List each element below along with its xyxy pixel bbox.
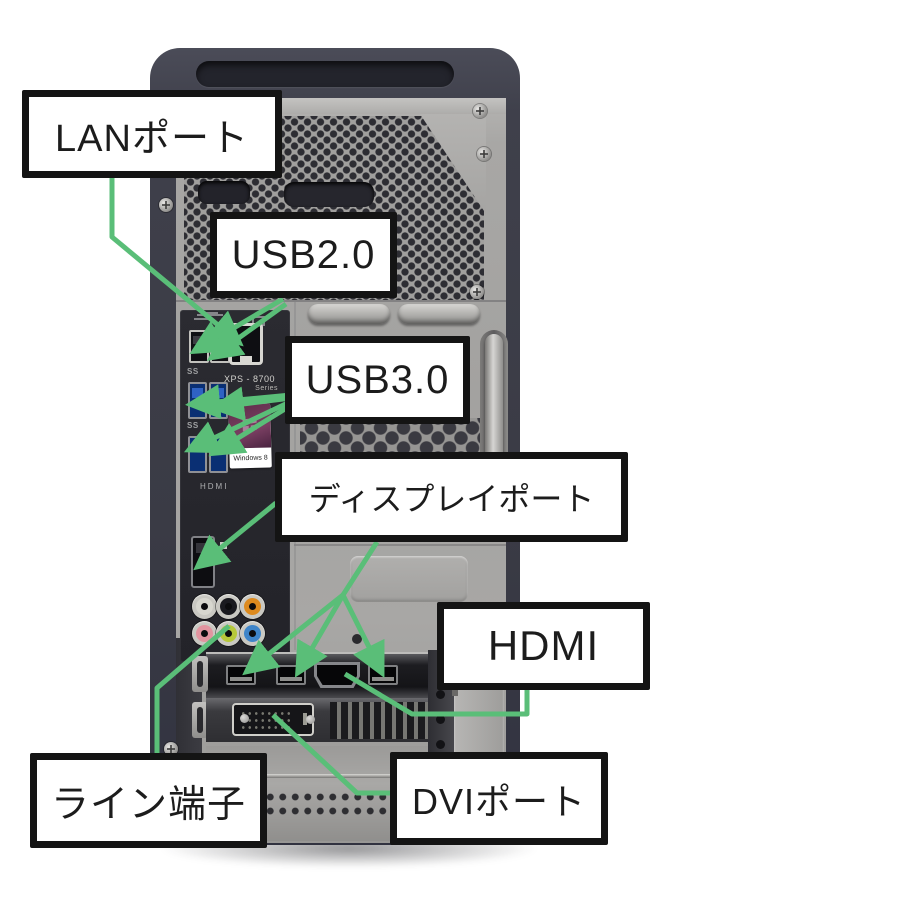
label-displayport: ディスプレイポート xyxy=(275,452,628,542)
motherboard-io-panel: SS XPS - 8700 Series SS Windows 8 HDMI xyxy=(180,310,290,662)
label-line-jack: ライン端子 xyxy=(30,753,267,848)
dvi-screw xyxy=(306,715,315,724)
usb3-marking: SS xyxy=(187,421,199,430)
usb2-port-2 xyxy=(210,330,230,363)
mini-displayport-3 xyxy=(368,665,398,685)
label-lan-port: LANポート xyxy=(22,90,282,178)
screw xyxy=(159,198,173,212)
windows-sticker-art xyxy=(228,403,272,449)
mini-displayport-1 xyxy=(226,665,256,685)
model-series: Series xyxy=(255,385,278,392)
screw xyxy=(470,285,484,299)
hdmi-marking: HDMI xyxy=(200,482,229,491)
power-recess xyxy=(198,181,250,204)
screw xyxy=(473,104,487,118)
audio-jack-line-out xyxy=(216,621,241,646)
usb3-port-4 xyxy=(209,436,228,473)
bracket-slot xyxy=(192,656,208,692)
vent-slats xyxy=(330,702,432,739)
usb3-port-3 xyxy=(188,436,207,473)
label-hdmi: HDMI xyxy=(437,602,650,690)
windows-sticker: Windows 8 xyxy=(228,403,272,469)
power-recess xyxy=(284,182,374,207)
label-usb2: USB2.0 xyxy=(210,212,397,298)
screw xyxy=(477,147,491,161)
windows-logo-icon xyxy=(242,418,249,425)
usb-icon xyxy=(194,318,210,320)
usb3-port-1 xyxy=(188,382,207,419)
displayport-port xyxy=(191,536,215,588)
audio-jack-mic xyxy=(192,621,217,646)
lan-port xyxy=(229,323,263,365)
vent-hole xyxy=(352,634,362,644)
label-usb3: USB3.0 xyxy=(285,336,470,424)
latch-handle-slot xyxy=(308,304,390,324)
latch-handle-slot xyxy=(398,304,480,324)
vent-hole-rows xyxy=(262,788,390,817)
mini-displayport-2 xyxy=(276,665,306,685)
dvi-screw xyxy=(240,714,249,723)
usb3-marking: SS xyxy=(187,367,199,376)
label-dvi-port: DVIポート xyxy=(390,752,608,845)
model-text: XPS - 8700 Series xyxy=(224,374,286,394)
audio-jack-center xyxy=(240,594,265,619)
usb2-port-1 xyxy=(189,330,209,363)
embossed-plate xyxy=(350,556,468,602)
top-handle-recess xyxy=(196,61,454,87)
gpu-bracket xyxy=(206,652,452,698)
panel-seam xyxy=(294,544,506,546)
audio-jack-line-in xyxy=(240,621,265,646)
dvi-bracket xyxy=(206,698,452,742)
displayport-icon xyxy=(220,542,227,549)
windows-sticker-text: Windows 8 xyxy=(233,454,268,462)
panel-seam xyxy=(176,300,506,302)
audio-jack-side xyxy=(192,594,217,619)
model-name: XPS - 8700 xyxy=(224,374,276,384)
audio-jack-rear xyxy=(216,594,241,619)
hdmi-port xyxy=(314,662,360,688)
